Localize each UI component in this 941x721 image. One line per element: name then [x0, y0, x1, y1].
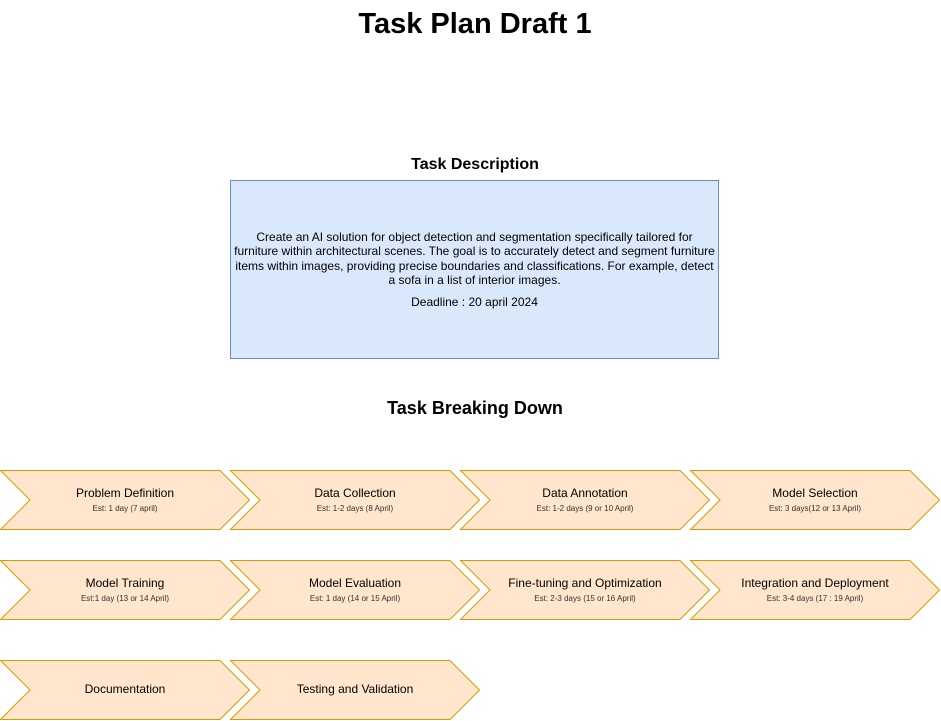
step-label: Integration and Deployment — [741, 576, 889, 590]
step-estimate: Est: 1-2 days (8 April) — [316, 504, 394, 513]
step-label: Model Training — [85, 576, 165, 590]
step-label: Testing and Validation — [296, 682, 414, 696]
step-chevron-shape — [229, 470, 481, 530]
step-label: Data Collection — [314, 486, 396, 500]
deadline-text: Deadline : 20 april 2024 — [411, 294, 538, 309]
step-label: Documentation — [84, 682, 166, 696]
step-estimate: Est:1 day (13 or 14 April) — [80, 594, 170, 603]
step-label: Model Evaluation — [308, 576, 402, 590]
step-chevron-shape — [689, 560, 941, 620]
step-label: Fine-tuning and Optimization — [508, 576, 662, 590]
task-description-heading: Task Description — [411, 156, 539, 173]
step-chevron: Documentation — [0, 660, 251, 720]
step-estimate: Est: 3 days(12 or 13 April) — [768, 504, 862, 513]
task-description-box: Create an AI solution for object detecti… — [230, 180, 719, 359]
step-chevron-shape — [0, 660, 251, 720]
step-chevron-shape — [0, 560, 251, 620]
step-label: Data Annotation — [542, 486, 628, 500]
step-estimate: Est: 2-3 days (15 or 16 April) — [534, 594, 636, 603]
page-title: Task Plan Draft 1 — [358, 8, 592, 40]
task-breakdown-heading: Task Breaking Down — [387, 398, 563, 418]
step-estimate: Est: 1 day (14 or 15 April) — [309, 594, 401, 603]
step-chevron: Testing and Validation — [229, 660, 481, 720]
step-chevron-shape — [459, 560, 711, 620]
step-chevron-shape — [459, 470, 711, 530]
step-label: Model Selection — [772, 486, 858, 500]
step-estimate: Est: 1 day (7 april) — [92, 504, 158, 513]
task-description-text: Create an AI solution for object detecti… — [234, 229, 715, 288]
step-chevron-shape — [229, 560, 481, 620]
step-label: Problem Definition — [75, 486, 175, 500]
step-estimate: Est: 1-2 days (9 or 10 April) — [536, 504, 634, 513]
step-chevron-shape — [689, 470, 941, 530]
step-estimate: Est: 3-4 days (17 : 19 April) — [766, 594, 864, 603]
step-chevron-shape — [0, 470, 251, 530]
step-chevron-shape — [229, 660, 481, 720]
